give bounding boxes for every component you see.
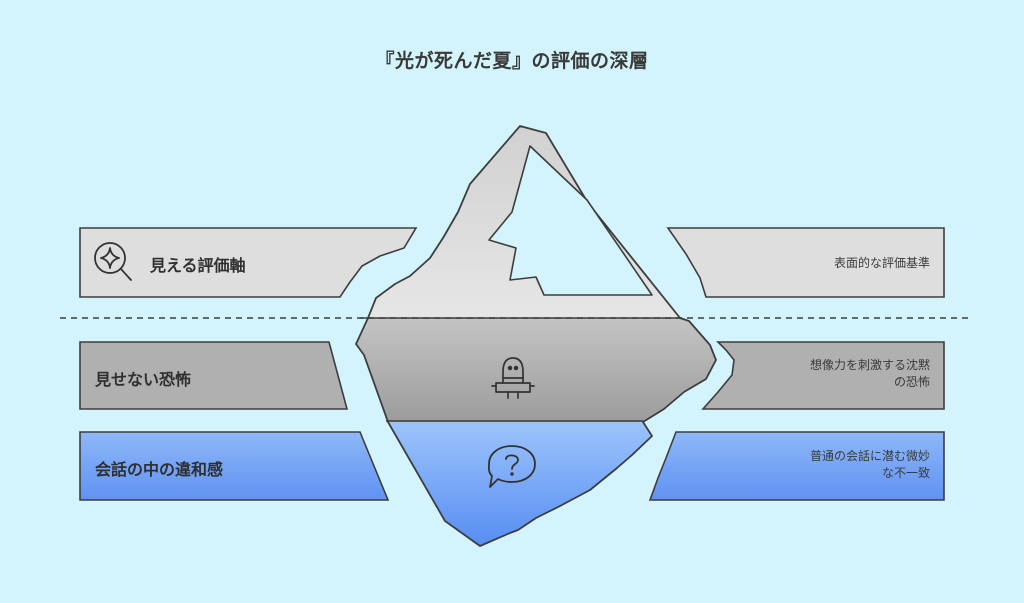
iceberg-facet bbox=[488, 145, 653, 296]
left-band-surface bbox=[79, 227, 418, 298]
layer-description-hidden-fear: 想像力を刺激する沈黙 の恐怖 bbox=[810, 357, 930, 391]
right-band-surface bbox=[666, 227, 945, 298]
layer-description-line: な不一致 bbox=[881, 466, 930, 480]
layer-description-line: 表面的な評価基準 bbox=[833, 256, 930, 270]
robot-icon bbox=[491, 357, 535, 399]
layer-label-conversation: 会話の中の違和感 bbox=[95, 460, 224, 479]
layer-description-line: 普通の会話に潜む微妙 bbox=[809, 449, 930, 463]
layer-description-line: 想像力を刺激する沈黙 bbox=[809, 358, 930, 372]
layer-label-hidden-fear: 見せない恐怖 bbox=[95, 370, 192, 389]
iceberg-outline bbox=[355, 125, 717, 547]
layer-description-line: の恐怖 bbox=[893, 375, 930, 389]
sparkle-search-icon bbox=[94, 242, 132, 281]
layer-description-conversation: 普通の会話に潜む微妙 な不一致 bbox=[810, 448, 930, 482]
layer-description-visible: 表面的な評価基準 bbox=[834, 255, 930, 272]
question-bubble-icon bbox=[487, 445, 536, 488]
layer-label-visible: 見える評価軸 bbox=[150, 256, 246, 275]
right-band-deep bbox=[648, 431, 945, 501]
left-band-middle bbox=[79, 341, 349, 410]
diagram-title: 『光が死んだ夏』の評価の深層 bbox=[375, 50, 649, 72]
right-band-middle bbox=[701, 341, 945, 410]
left-band-deep bbox=[79, 431, 390, 501]
